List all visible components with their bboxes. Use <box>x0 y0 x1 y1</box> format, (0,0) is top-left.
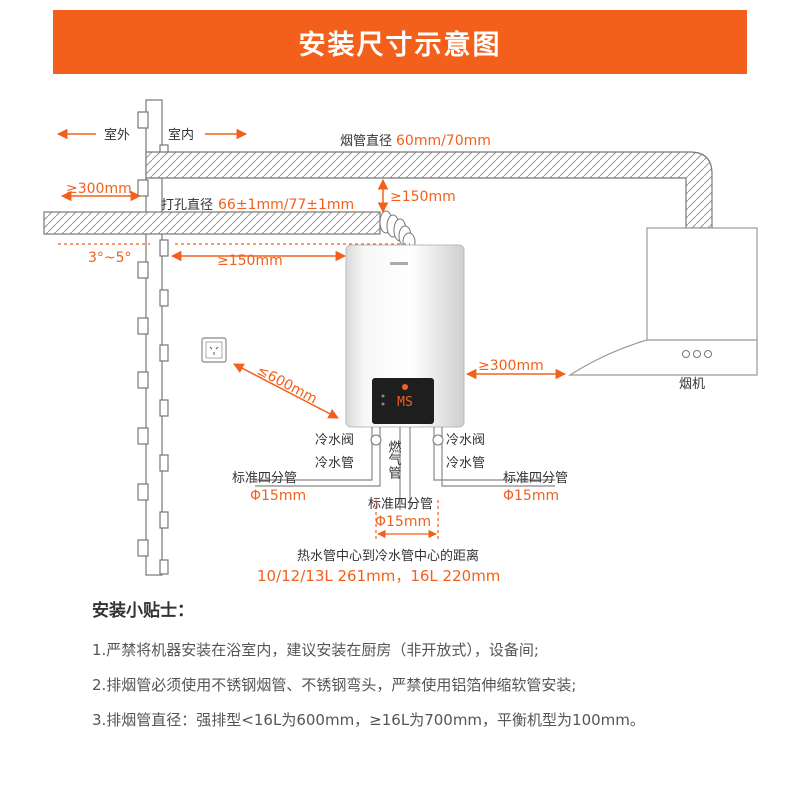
tip-item-1: 1.严禁将机器安装在浴室内，建议安装在厨房（非开放式），设备间; <box>92 641 539 659</box>
std-pipe-left-size: Φ15mm <box>250 488 306 504</box>
flexible-bellows <box>379 210 416 252</box>
horizontal-150-label: ≥150mm <box>217 253 283 269</box>
header-banner: 安装尺寸示意图 <box>53 10 747 74</box>
cold-pipe-left-label: 冷水管 <box>315 456 354 471</box>
outside-length-label: ≥300mm <box>66 181 132 197</box>
exhaust-pipe <box>43 211 381 235</box>
slope-label: 3°~5° <box>88 250 132 266</box>
std-pipe-center-size: Φ15mm <box>375 514 431 530</box>
cold-valve-right-label: 冷水阀 <box>446 433 485 448</box>
std-pipe-left-label: 标准四分管 <box>232 471 297 486</box>
indoor-label: 室内 <box>168 127 194 143</box>
valve-right-icon <box>432 434 444 446</box>
tip-item-2: 2.排烟管必须使用不锈钢烟管、不锈钢弯头，严禁使用铝箔伸缩软管安装; <box>92 676 577 694</box>
page-title: 安装尺寸示意图 <box>298 29 502 61</box>
std-pipe-right-size: Φ15mm <box>503 488 559 504</box>
cold-pipe-right-label: 冷水管 <box>446 456 485 471</box>
center-distance-indicator <box>375 500 439 540</box>
gas-pipe-label: 燃气管 <box>386 439 402 480</box>
flue-diameter-label: 烟管直径 <box>340 134 392 149</box>
distance-values: 10/12/13L 261mm，16L 220mm <box>257 567 500 585</box>
hole-diameter-value: 66±1mm/77±1mm <box>218 197 354 213</box>
socket-distance-label: ≤600mm <box>254 362 320 407</box>
display-readout: MS <box>397 395 413 410</box>
tip-item-3: 3.排烟管直径：强排型<16L为600mm，≥16L为700mm，平衡机型为10… <box>92 711 645 729</box>
bottom-pipes <box>255 427 555 510</box>
std-pipe-right-label: 标准四分管 <box>503 471 568 486</box>
hood-label: 烟机 <box>679 377 705 392</box>
outdoor-label: 室外 <box>104 127 130 143</box>
flue-diameter-value: 60mm/70mm <box>396 133 491 149</box>
control-panel-icon <box>372 378 434 424</box>
valve-left-icon <box>370 434 382 446</box>
distance-caption: 热水管中心到冷水管中心的距离 <box>297 548 479 564</box>
installation-tips: 安装小贴士： 1.严禁将机器安装在浴室内，建议安装在厨房（非开放式），设备间; … <box>92 596 752 738</box>
std-pipe-center-label: 标准四分管 <box>368 497 433 512</box>
socket-distance-arrow <box>233 363 339 419</box>
socket-icon <box>201 337 227 363</box>
flue-pipe-ceiling <box>145 151 713 229</box>
tips-title: 安装小贴士： <box>92 601 194 621</box>
hole-diameter-label: 打孔直径 <box>161 198 213 213</box>
vertical-150-label: ≥150mm <box>390 189 456 205</box>
hood-distance-label: ≥300mm <box>478 358 544 374</box>
water-heater-icon: MS <box>345 244 465 428</box>
cold-valve-left-label: 冷水阀 <box>315 433 354 448</box>
range-hood-icon <box>567 227 758 376</box>
